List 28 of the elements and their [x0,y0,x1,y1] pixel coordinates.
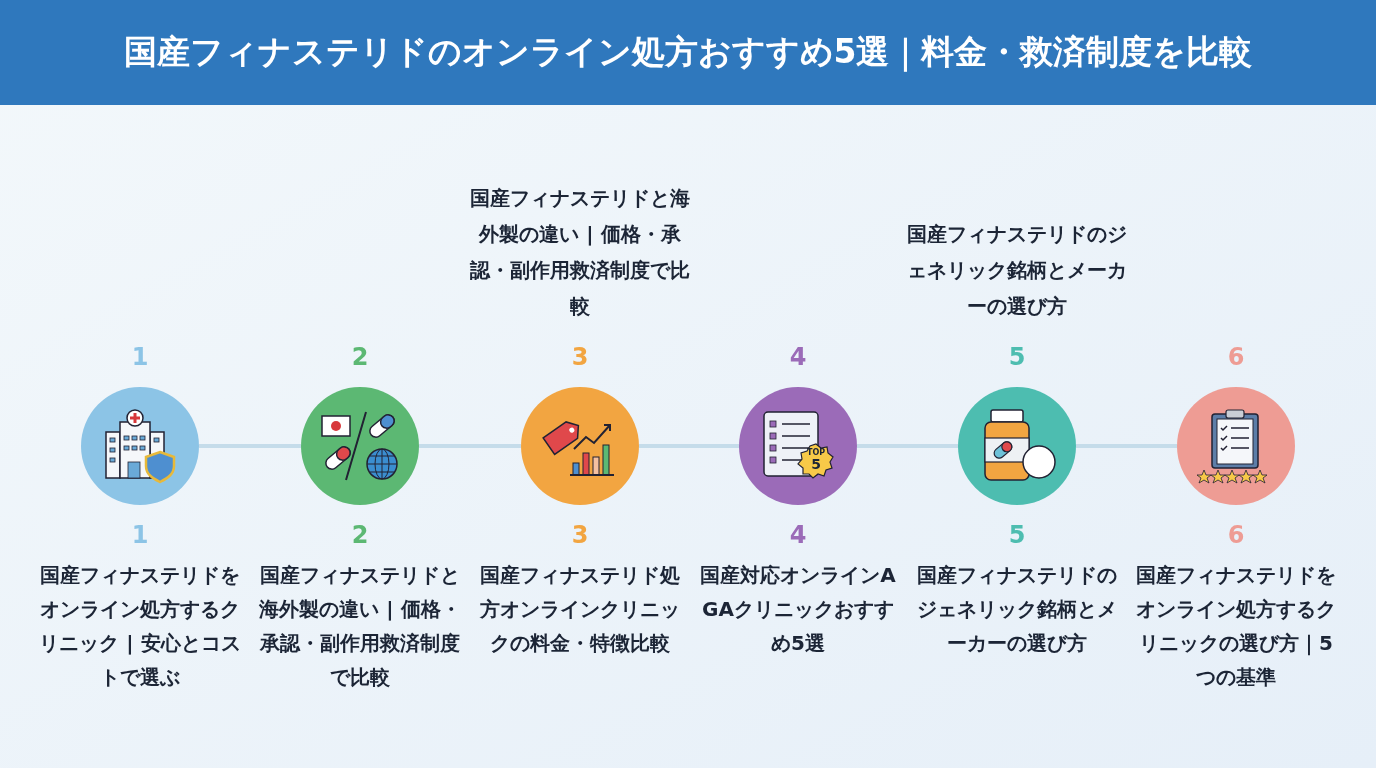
step-number: 5 [1007,520,1027,550]
badge-text: 5 [811,457,821,471]
badge-text: TOP [806,449,826,457]
step-title: 国産フィナステリド処方オンラインクリニックの料金・特徴比較 [479,562,681,657]
step-number: 3 [570,342,590,372]
step-title: 国産対応オンラインAGAクリニックおすすめ5選 [699,562,897,657]
connector-line [199,444,301,448]
step-number: 5 [1007,342,1027,372]
step-title: 国産フィナステリドをオンライン処方するクリニック | 安心とコストで選ぶ [38,562,242,691]
step-number: 4 [788,520,808,550]
title: 国産フィナステリドのオンライン処方おすすめ5選｜料金・救済制度を比較 [122,31,1254,74]
step-number: 6 [1226,520,1246,550]
connector-line [419,444,521,448]
step-number: 6 [1226,342,1246,372]
step-number: 1 [130,520,150,550]
connector-line [857,444,958,448]
step-title: 国産フィナステリドのジェネリック銘柄とメーカーの選び方 [916,562,1118,657]
step-number: 2 [350,520,370,550]
step-number: 1 [130,342,150,372]
step-heading: 国産フィナステリドと海外製の違い | 価格・承認・副作用救済制度で比較 [469,185,691,320]
step-number: 4 [788,342,808,372]
step-title: 国産フィナステリドをオンライン処方するクリニックの選び方｜5つの基準 [1135,562,1337,691]
step-title: 国産フィナステリドと海外製の違い | 価格・承認・副作用救済制度で比較 [258,562,462,691]
step-number: 2 [350,342,370,372]
step-number: 3 [570,520,590,550]
connector-line [639,444,739,448]
connector-line [1076,444,1177,448]
step-heading: 国産フィナステリドのジェネリック銘柄とメーカーの選び方 [906,221,1128,320]
